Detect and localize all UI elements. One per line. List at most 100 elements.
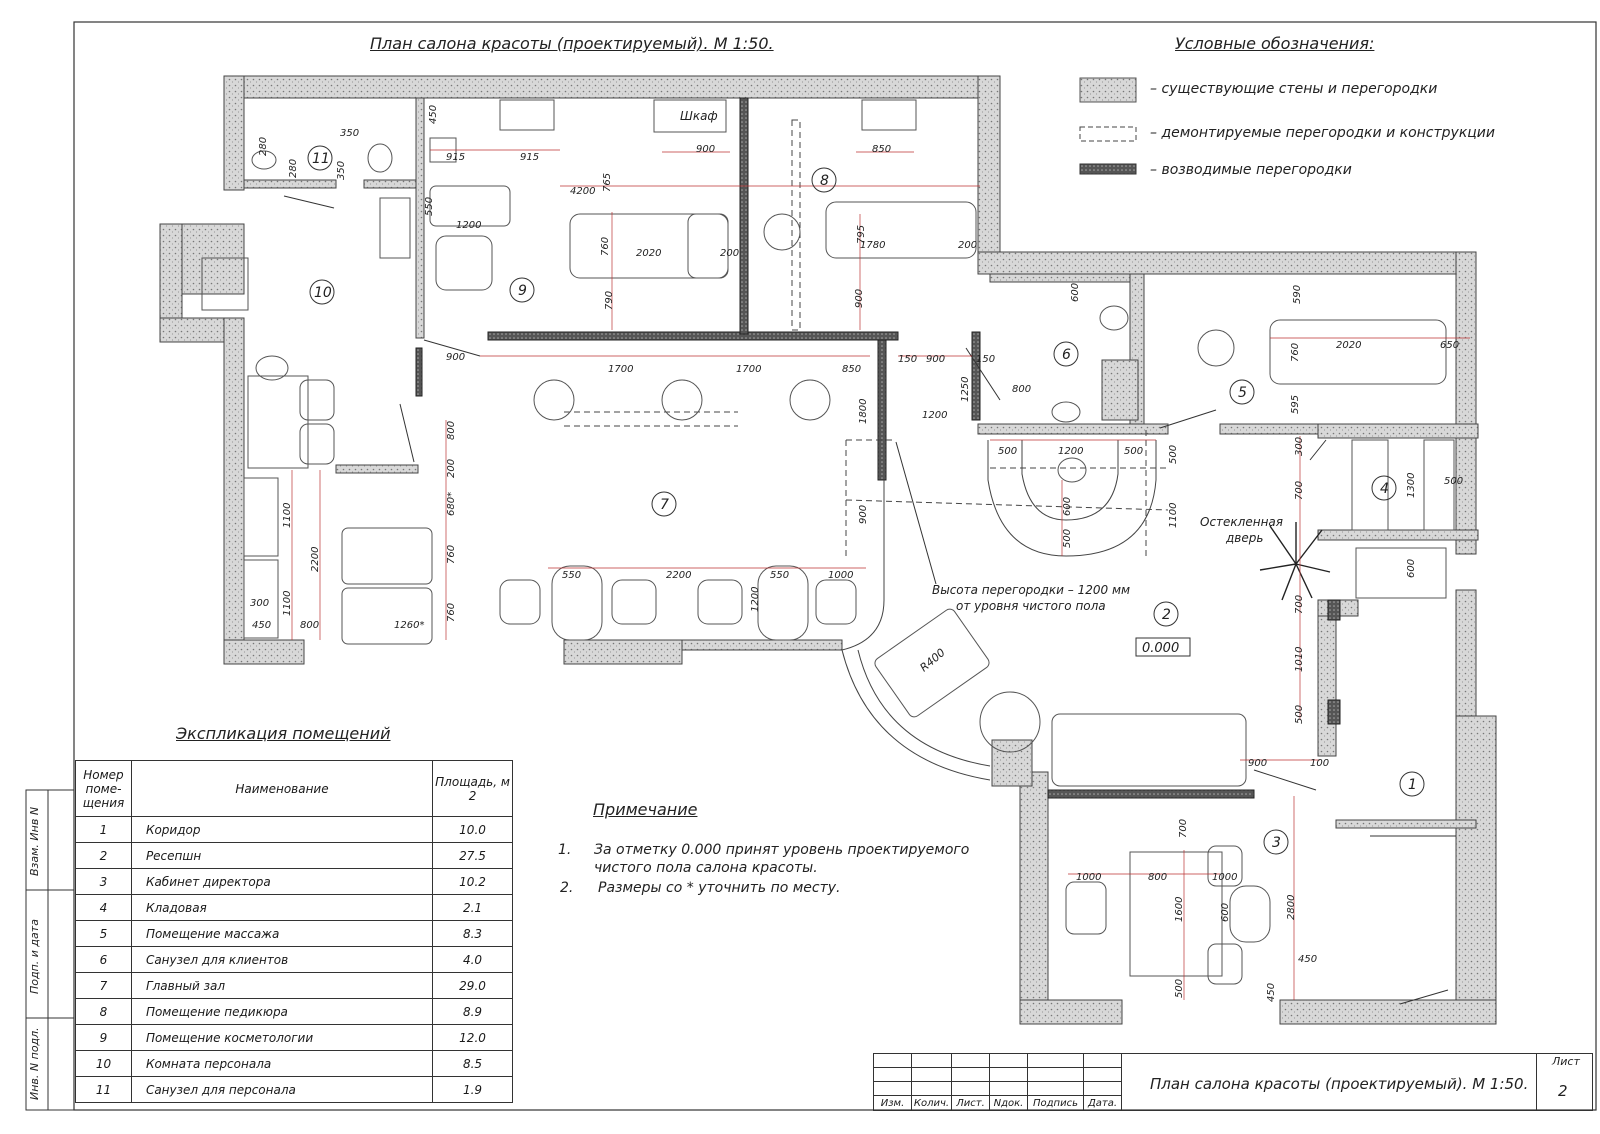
furniture bbox=[201, 99, 1455, 985]
svg-text:700: 700 bbox=[1178, 819, 1189, 838]
svg-text:600: 600 bbox=[1070, 283, 1081, 302]
explication-title: Экспликация помещений bbox=[176, 724, 391, 743]
title-block-grid: Изм. Колич. Лист. Nдок. Подпись Дата. bbox=[873, 1053, 1593, 1111]
legend-item-new: – возводимые перегородки bbox=[1150, 162, 1352, 178]
svg-text:150: 150 bbox=[976, 354, 995, 365]
svg-text:1100: 1100 bbox=[1168, 503, 1179, 528]
note-2-number: 2. bbox=[560, 880, 574, 896]
svg-text:500: 500 bbox=[1168, 445, 1179, 464]
legend-title: Условные обозначения: bbox=[1175, 34, 1375, 53]
room-number-2: 2 bbox=[1162, 607, 1171, 623]
room-numbers: 1 2 3 4 5 6 7 8 9 10 11 bbox=[307, 145, 1425, 855]
svg-text:650: 650 bbox=[1440, 340, 1459, 351]
room-number-6: 6 bbox=[1062, 347, 1071, 363]
cabinet-label: Шкаф bbox=[680, 109, 718, 123]
svg-text:280: 280 bbox=[288, 159, 299, 178]
svg-text:2020: 2020 bbox=[1336, 340, 1361, 351]
title-block: Изм. Колич. Лист. Nдок. Подпись Дата. bbox=[873, 1053, 1596, 1111]
explication-table: Номер поме-щения Наименование Площадь, м… bbox=[75, 760, 513, 1103]
svg-text:550: 550 bbox=[424, 197, 435, 216]
svg-text:350: 350 bbox=[336, 161, 347, 180]
svg-text:850: 850 bbox=[842, 364, 861, 375]
legend-item-existing: – существующие стены и перегородки bbox=[1150, 81, 1438, 97]
room-number-9: 9 bbox=[518, 283, 527, 299]
svg-text:500: 500 bbox=[1124, 446, 1143, 457]
svg-text:760: 760 bbox=[600, 237, 611, 256]
note-2-line-1: Размеры со * уточнить по месту. bbox=[598, 880, 841, 896]
svg-text:550: 550 bbox=[770, 570, 789, 581]
door-lines bbox=[283, 195, 1456, 1005]
explication-header-name: Наименование bbox=[130, 760, 434, 817]
svg-text:150: 150 bbox=[898, 354, 917, 365]
legend-item-demolished: – демонтируемые перегородки и конструкци… bbox=[1150, 125, 1495, 141]
svg-text:1000: 1000 bbox=[1076, 872, 1101, 883]
new-partitions bbox=[415, 97, 1341, 799]
svg-text:850: 850 bbox=[872, 144, 891, 155]
svg-text:800: 800 bbox=[1012, 384, 1031, 395]
stamp-col-change: Изм. bbox=[873, 1095, 912, 1111]
svg-text:1200: 1200 bbox=[922, 410, 947, 421]
svg-text:900: 900 bbox=[854, 289, 865, 308]
svg-text:800: 800 bbox=[300, 620, 319, 631]
partition-leader bbox=[895, 441, 937, 585]
svg-text:1300: 1300 bbox=[1406, 473, 1417, 498]
svg-text:900: 900 bbox=[926, 354, 945, 365]
stamp-col-date: Дата. bbox=[1083, 1095, 1122, 1111]
dimension-lines bbox=[291, 149, 1470, 1000]
svg-text:1250: 1250 bbox=[960, 377, 971, 402]
svg-text:500: 500 bbox=[1174, 979, 1185, 998]
demolished-partitions bbox=[564, 119, 1169, 560]
legend-new-swatch bbox=[1079, 163, 1137, 175]
svg-text:1100: 1100 bbox=[282, 591, 293, 616]
room-number-1: 1 bbox=[1408, 777, 1417, 793]
svg-text:1600: 1600 bbox=[1174, 897, 1185, 922]
svg-text:1000: 1000 bbox=[1212, 872, 1237, 883]
side-label-inventory: Инв. N подл. bbox=[28, 1027, 41, 1100]
svg-text:200: 200 bbox=[958, 240, 977, 251]
svg-text:760: 760 bbox=[446, 603, 457, 622]
plant-icon bbox=[1259, 522, 1331, 601]
svg-text:900: 900 bbox=[858, 505, 869, 524]
sheet-frame bbox=[73, 21, 1597, 1111]
note-1-number: 1. bbox=[558, 842, 572, 858]
svg-text:700: 700 bbox=[1294, 481, 1305, 500]
glass-door-label-2: дверь bbox=[1225, 531, 1263, 545]
svg-text:600: 600 bbox=[1062, 497, 1073, 516]
legend-demolished-swatch bbox=[1079, 126, 1137, 142]
room-number-8: 8 bbox=[820, 173, 829, 189]
svg-text:600: 600 bbox=[1406, 559, 1417, 578]
svg-text:1200: 1200 bbox=[1058, 446, 1083, 457]
stamp-col-signature: Подпись bbox=[1027, 1095, 1084, 1111]
svg-text:2020: 2020 bbox=[636, 248, 661, 259]
svg-text:2800: 2800 bbox=[1286, 895, 1297, 920]
side-strip-lines bbox=[25, 789, 75, 1111]
svg-text:915: 915 bbox=[446, 152, 465, 163]
svg-text:900: 900 bbox=[696, 144, 715, 155]
svg-text:4200: 4200 bbox=[570, 186, 595, 197]
room-number-10: 10 bbox=[314, 285, 332, 301]
curved-wall bbox=[841, 480, 991, 781]
svg-text:1000: 1000 bbox=[828, 570, 853, 581]
explication-header-area: Площадь, м 2 bbox=[432, 760, 513, 817]
svg-text:700: 700 bbox=[1294, 595, 1305, 614]
svg-text:2200: 2200 bbox=[310, 547, 321, 572]
svg-text:500: 500 bbox=[1062, 529, 1073, 548]
svg-text:790: 790 bbox=[604, 291, 615, 310]
sheet-label: Лист bbox=[1552, 1055, 1580, 1068]
room-number-5: 5 bbox=[1238, 385, 1247, 401]
svg-text:595: 595 bbox=[1290, 395, 1301, 414]
reception-desk bbox=[987, 440, 1157, 557]
note-1-line-2: чистого пола салона красоты. bbox=[594, 860, 818, 876]
stamp-title: План салона красоты (проектируемый). М 1… bbox=[1150, 1075, 1529, 1093]
svg-text:1800: 1800 bbox=[858, 399, 869, 424]
note-1-line-1: За отметку 0.000 принят уровень проектир… bbox=[594, 842, 970, 858]
radius-label: R400 bbox=[917, 646, 947, 674]
svg-text:760: 760 bbox=[446, 545, 457, 564]
svg-text:600: 600 bbox=[1220, 903, 1231, 922]
